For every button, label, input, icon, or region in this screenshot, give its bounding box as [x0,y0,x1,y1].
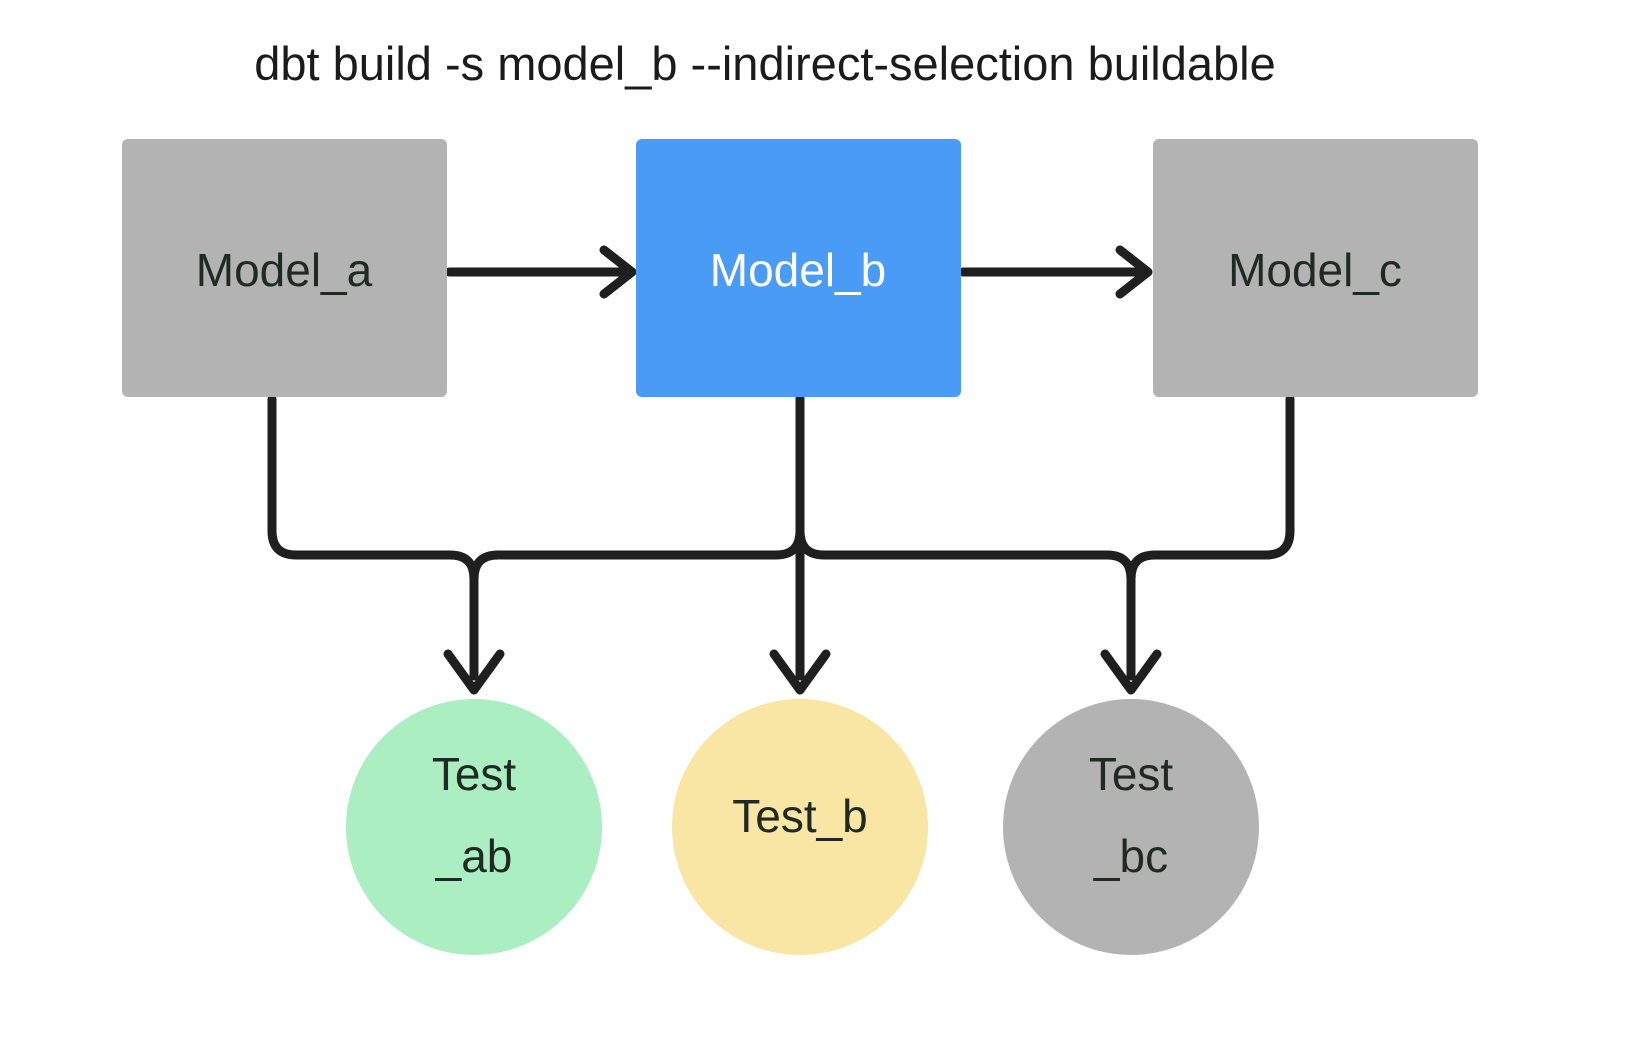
diagram-title: dbt build -s model_b --indirect-selectio… [254,37,1276,90]
node-model-b[interactable]: Model_b [636,139,961,397]
model-a-shape[interactable] [122,139,447,397]
test-b-label-line-1: Test_b [732,790,868,842]
node-test-b[interactable]: Test_b [672,699,928,955]
edge-model-c-to-test-bc [1126,394,1295,584]
model-a-label: Model_a [196,244,373,296]
test-ab-label-line-2: _ab [435,830,513,882]
edge-model-b-to-test-bc [795,394,1162,695]
edge-model-a-to-model-b [444,245,637,299]
test-bc-label-line-2: _bc [1093,830,1168,882]
model-c-shape[interactable] [1153,139,1478,397]
node-model-a[interactable]: Model_a [122,139,447,397]
node-model-c[interactable]: Model_c [1153,139,1478,397]
model-c-label: Model_c [1228,244,1402,296]
edge-model-b-to-test-ab [469,394,805,584]
test-b-shape[interactable] [672,699,928,955]
edge-model-a-to-test-ab [267,394,505,695]
test-ab-shape[interactable] [346,699,602,955]
test-ab-label-line-1: Test [432,748,517,800]
model-b-label: Model_b [710,244,886,296]
edge-model-b-to-model-c [958,245,1153,299]
test-bc-shape[interactable] [1003,699,1259,955]
test-bc-label-line-1: Test [1089,748,1174,800]
node-test-ab[interactable]: Test _ab [346,699,602,955]
model-b-shape[interactable] [636,139,961,397]
node-test-bc[interactable]: Test _bc [1003,699,1259,955]
